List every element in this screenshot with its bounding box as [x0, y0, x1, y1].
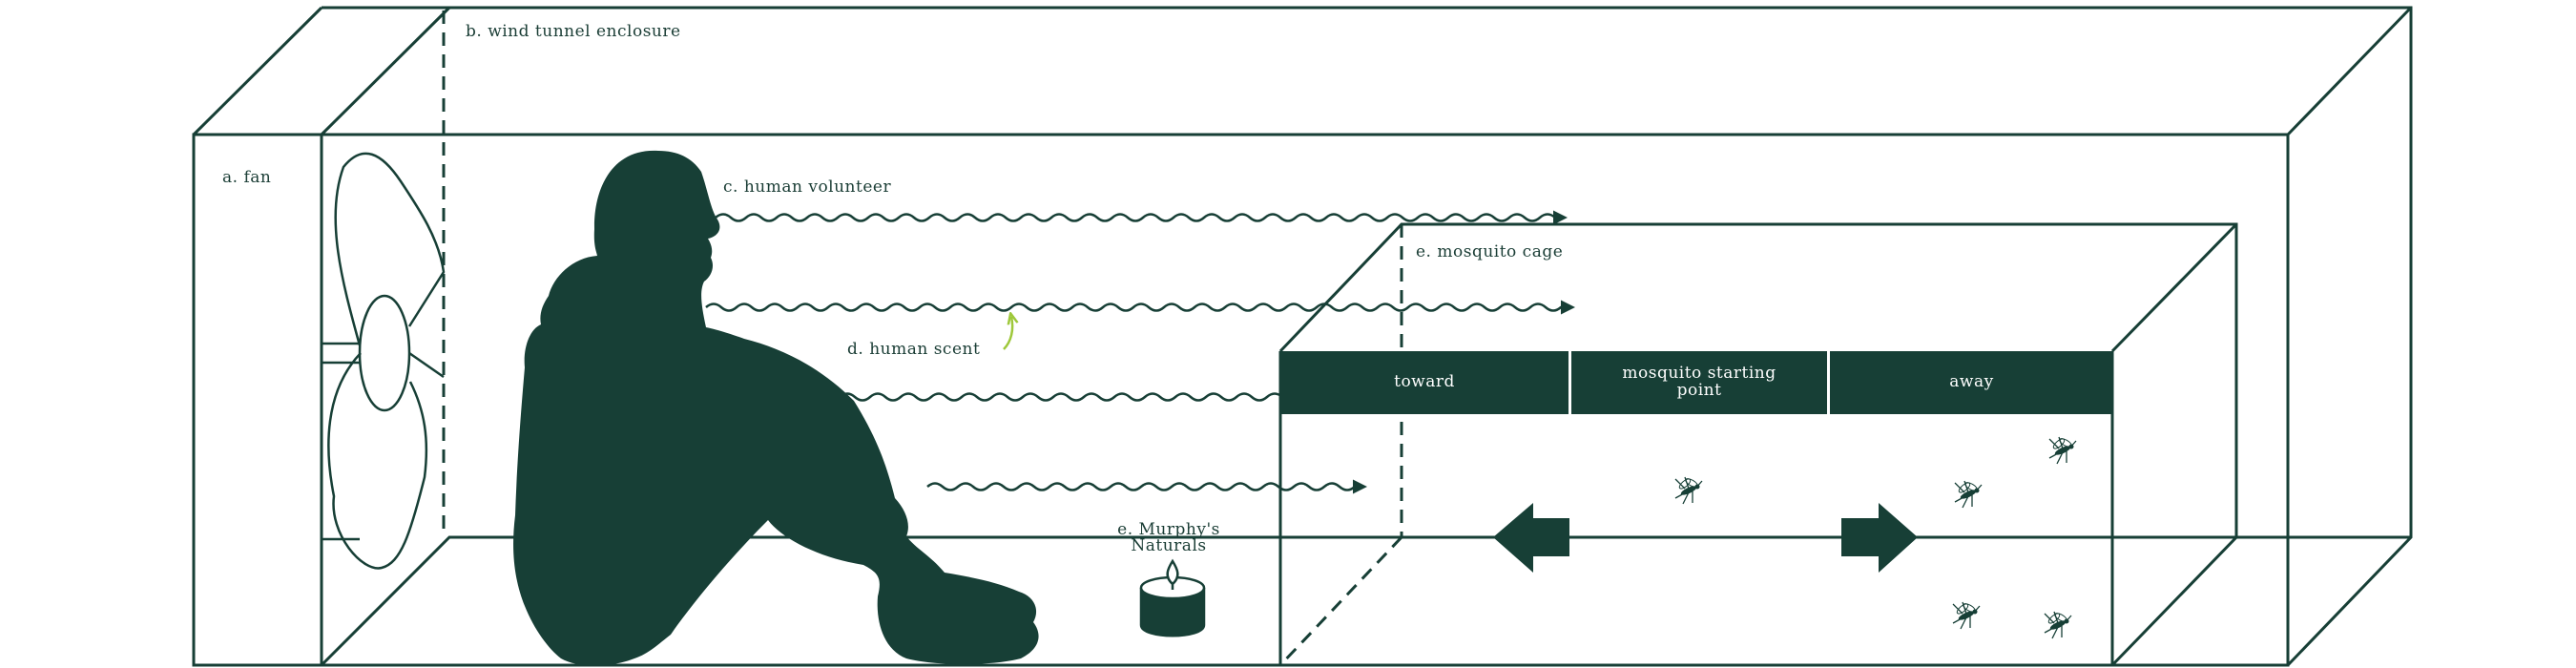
fan-housing: [192, 6, 451, 667]
candle-icon: [1139, 558, 1206, 637]
mosquito-icon: [1674, 476, 1703, 505]
scent-arrow: [1003, 317, 1012, 350]
cage-section-away: away: [1830, 351, 2113, 414]
airflow-arrow: [705, 300, 1575, 315]
mosquito-icon: [2048, 436, 2077, 465]
cage-section-start: mosquito starting point: [1571, 351, 1827, 414]
label-murphys-naturals: e. Murphy's Naturals: [1107, 522, 1231, 554]
label-mosquito-cage: e. mosquito cage: [1416, 242, 1564, 261]
cage-section-toward: toward: [1280, 351, 1568, 414]
airflow-arrow: [715, 210, 1568, 225]
mosquito-icon: [1952, 601, 1981, 630]
fan-icon: [322, 152, 446, 570]
arrow-left-icon: [1493, 503, 1569, 573]
label-fan: a. fan: [222, 168, 272, 187]
airflow-arrow: [926, 479, 1367, 494]
mosquito-icon: [2044, 611, 2072, 639]
label-human-scent: d. human scent: [847, 340, 981, 359]
label-human-volunteer: c. human volunteer: [723, 177, 892, 197]
arrow-right-icon: [1841, 503, 1918, 573]
human-silhouette: [513, 150, 1039, 666]
label-murphys-line1: e. Murphy's: [1117, 520, 1220, 539]
label-wind-tunnel-enclosure: b. wind tunnel enclosure: [466, 22, 681, 41]
label-murphys-line2: Naturals: [1131, 536, 1207, 555]
mosquito-icon: [1954, 480, 1983, 509]
mosquito-cage: [1278, 222, 2238, 667]
